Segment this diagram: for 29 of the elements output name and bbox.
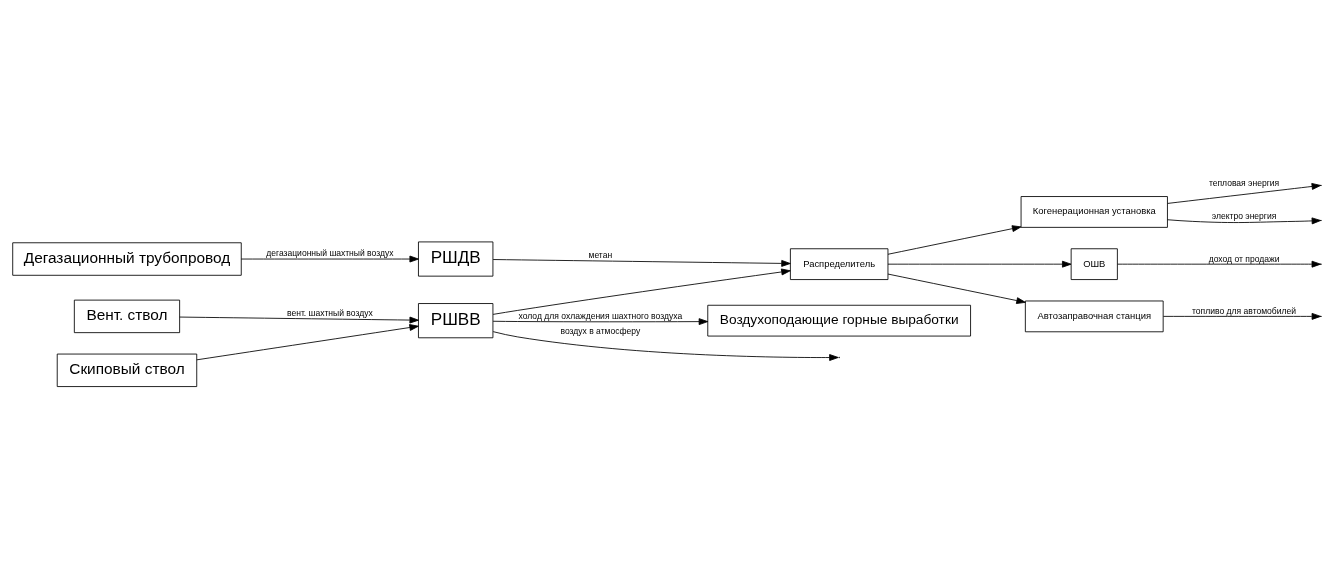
node-box: Когенерационная установка: [1020, 196, 1168, 228]
arrow: [887, 273, 1026, 304]
arrow: [492, 268, 791, 315]
node-box: Вент. ствол: [73, 299, 181, 334]
node-box: РШВВ: [418, 303, 494, 339]
node-box: Воздухоподающие горные выработки: [707, 304, 971, 337]
arrow: [179, 316, 419, 324]
edge-label: электро энергия: [1211, 210, 1277, 221]
node-box: Дегазационный трубопровод: [12, 242, 242, 276]
edge-label: доход от продажи: [1208, 253, 1280, 264]
node-box: Распределитель: [789, 248, 889, 280]
edge-label: топливо для автомобилей: [1192, 305, 1297, 316]
edge-label: метан: [588, 250, 613, 261]
arrow: [887, 225, 1022, 255]
node-box: ОШВ: [1070, 248, 1118, 280]
node-box: Автозаправочная станция: [1024, 300, 1164, 333]
node-box: Скиповый ствол: [56, 353, 198, 387]
edge-label: дегазационный шахтный воздух: [266, 248, 394, 259]
arrow: [492, 259, 791, 267]
node-box: РШДВ: [418, 241, 494, 277]
edge-label: воздух в атмосферу: [560, 326, 641, 337]
arrow: [196, 324, 419, 361]
arrow: [1117, 260, 1321, 268]
edge-label: вент. шахтный воздух: [287, 308, 373, 319]
edge-label: тепловая энергия: [1208, 178, 1280, 189]
arrow: [492, 318, 709, 326]
arrow: [887, 260, 1072, 268]
edge-label: холод для охлаждения шахтного воздуха: [518, 310, 683, 321]
arrow: [240, 255, 419, 263]
